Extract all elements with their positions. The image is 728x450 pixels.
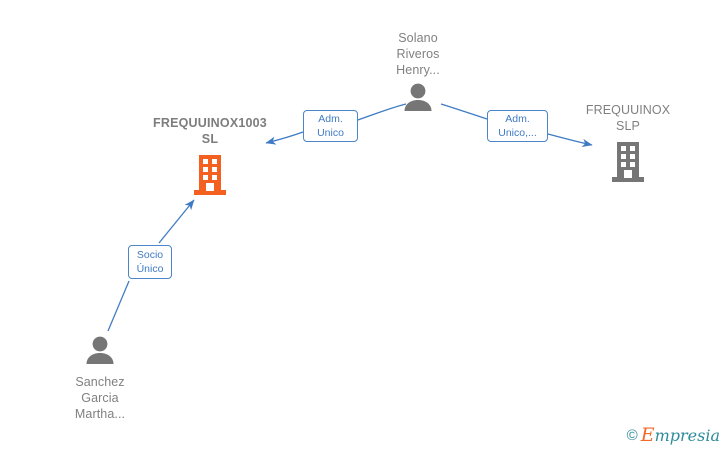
node-label-frequuinox1003sl: FREQUUINOX1003 SL — [153, 116, 267, 146]
edge-line-solano-right — [440, 103, 488, 120]
node-company-frequuinox-slp[interactable]: FREQUUINOX SLP — [558, 102, 698, 189]
edge-line-left-to-focal — [265, 131, 304, 145]
edge-line-sanchez-to-socio — [107, 280, 130, 332]
edge-line-right-to-slp — [547, 133, 593, 148]
building-icon — [611, 140, 645, 189]
person-icon — [83, 336, 117, 369]
node-label-sanchez-garcia-martha: Sanchez Garcia Martha... — [74, 375, 126, 421]
watermark-empresia: © Empresia — [626, 424, 720, 446]
node-person-sanchez-garcia-martha[interactable]: Sanchez Garcia Martha... — [30, 336, 170, 422]
copyright-icon: © — [626, 427, 638, 444]
building-icon — [193, 153, 227, 202]
edge-line-socio-to-focal — [158, 199, 195, 244]
node-label-solano-riveros-henry: Solano Riveros Henry... — [396, 31, 440, 77]
person-icon — [401, 83, 435, 116]
edge-label-socio-unico[interactable]: Socio Único — [128, 245, 172, 279]
node-person-solano-riveros-henry[interactable]: Solano Riveros Henry... — [348, 30, 488, 116]
edge-line-solano-left — [357, 103, 407, 121]
node-company-frequuinox1003sl[interactable]: FREQUUINOX1003 SL — [140, 115, 280, 202]
edge-label-adm-unico-frequuinox1003sl[interactable]: Adm. Unico — [303, 110, 358, 142]
node-label-frequuinox-slp: FREQUUINOX SLP — [585, 103, 671, 133]
watermark-brand: Empresia — [640, 424, 720, 446]
watermark-brand-initial: E — [640, 424, 655, 446]
watermark-brand-rest: mpresia — [654, 426, 720, 445]
edge-label-adm-unico-frequuinox-slp[interactable]: Adm. Unico,... — [487, 110, 548, 142]
